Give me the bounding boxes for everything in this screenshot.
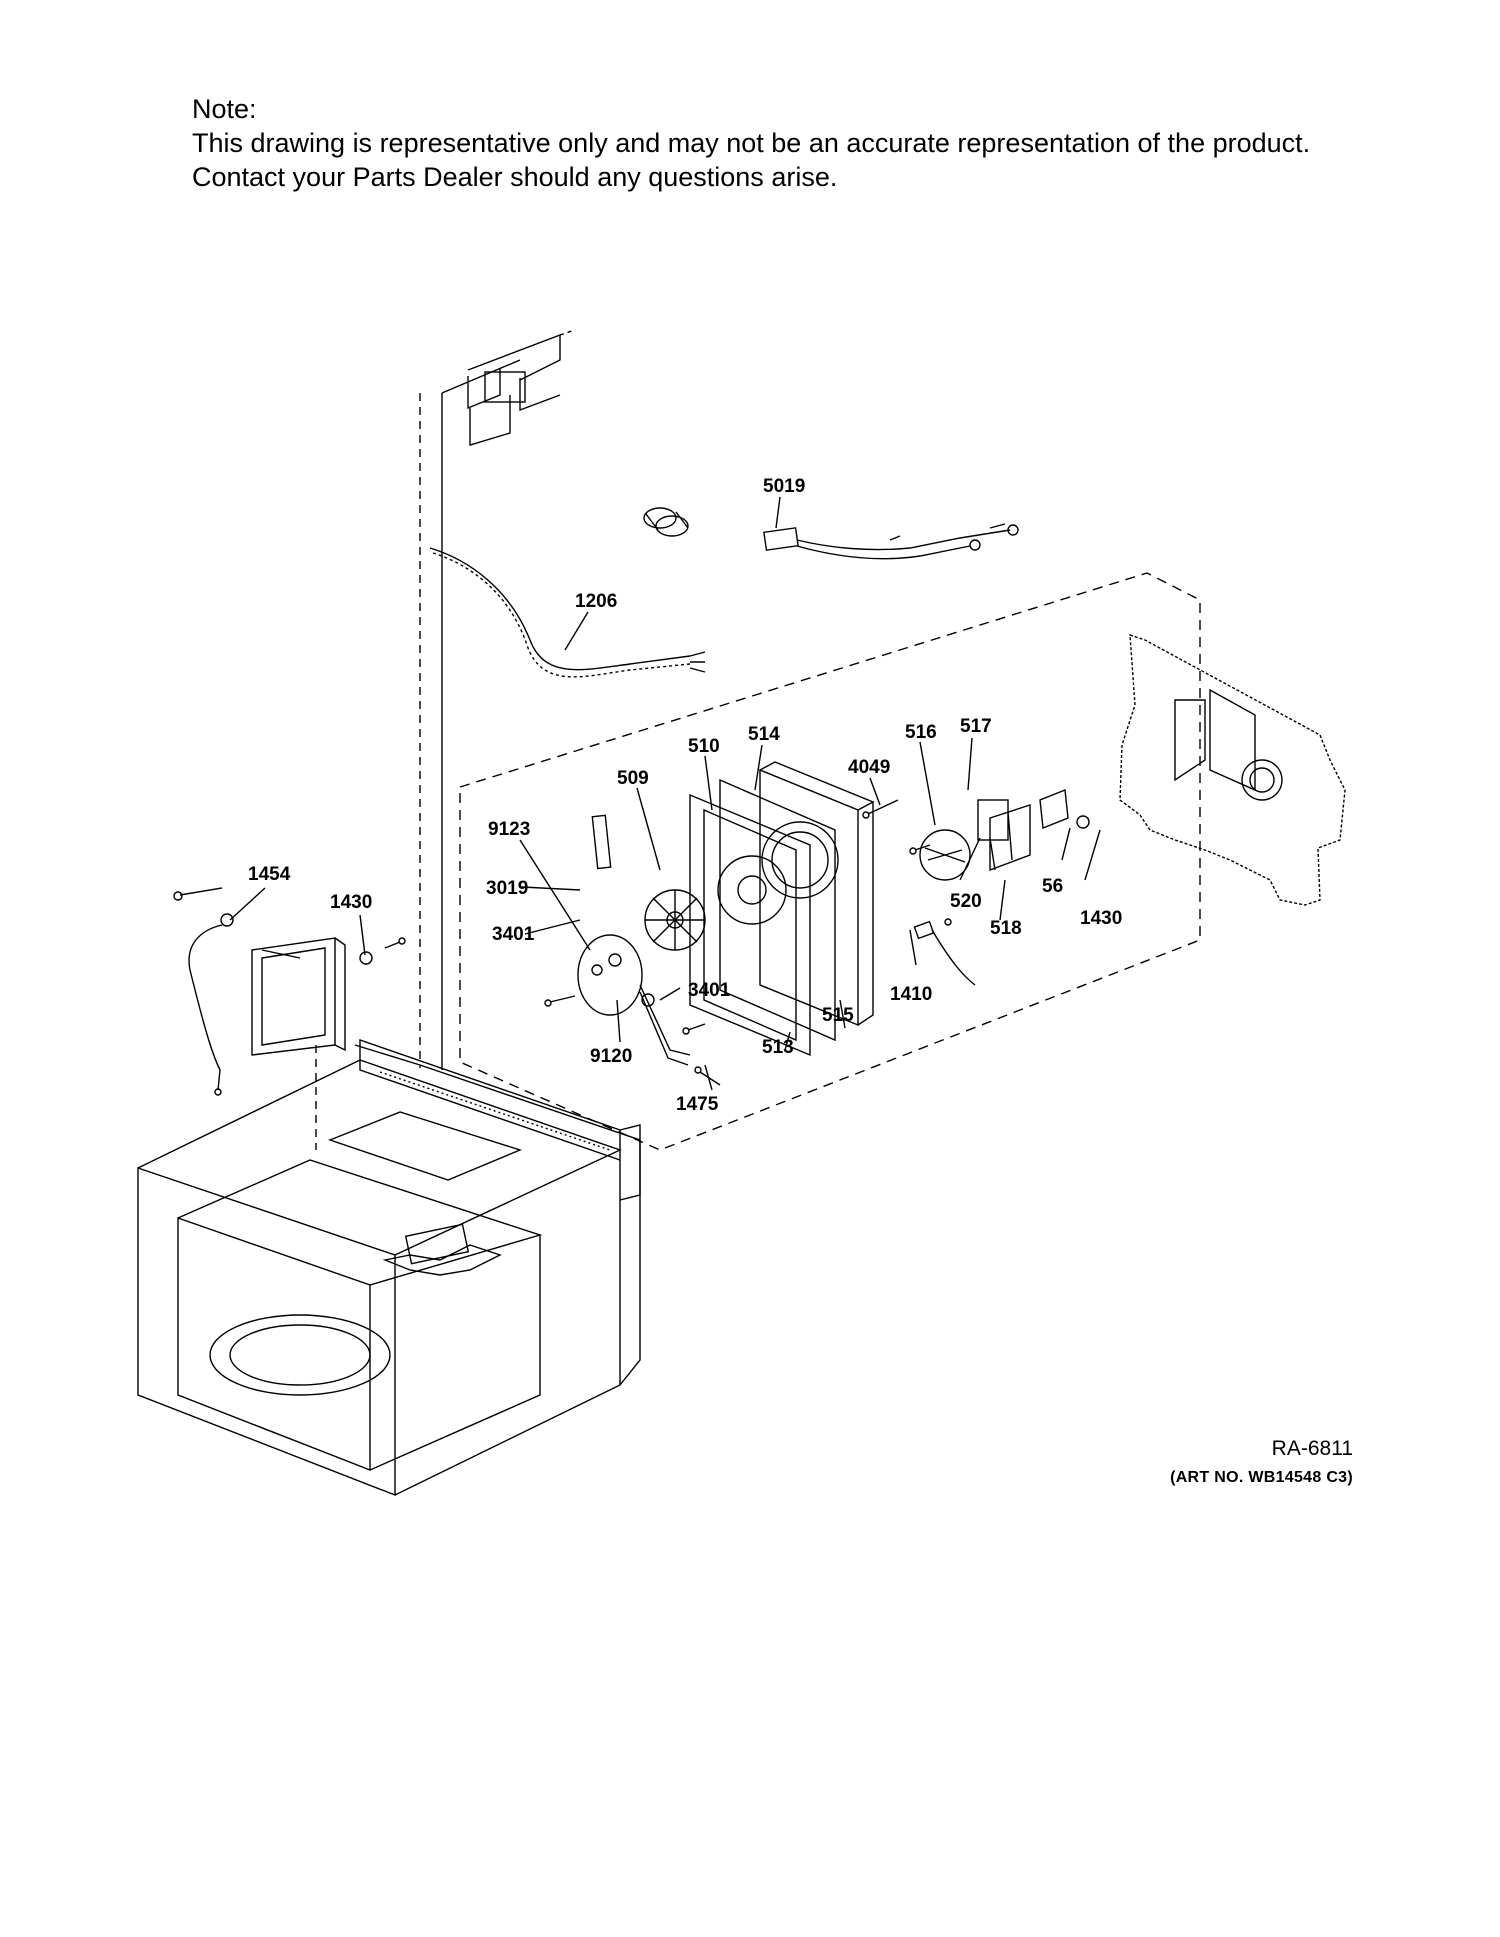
callout-1430-left: 1430 <box>330 892 372 913</box>
note-heading: Note: <box>192 94 257 124</box>
back-plate-514 <box>719 778 839 1042</box>
wire-harness-1206 <box>429 547 706 678</box>
insulation-510 <box>591 814 612 870</box>
callout-3401-left: 3401 <box>492 924 535 945</box>
wall-bracket <box>419 329 576 1070</box>
callout-515: 515 <box>822 1005 854 1026</box>
callout-516: 516 <box>905 722 937 743</box>
callout-1410: 1410 <box>890 984 932 1005</box>
callout-5019: 5019 <box>763 476 805 497</box>
leader-lines <box>229 496 1101 1091</box>
callout-56: 56 <box>1042 876 1063 897</box>
callout-514: 514 <box>748 724 780 745</box>
fan-blade-509 <box>644 889 706 951</box>
thermal-bracket-56 <box>1039 789 1090 829</box>
callout-4049: 4049 <box>848 757 890 778</box>
callout-9123: 9123 <box>488 819 530 840</box>
callout-509: 509 <box>617 768 649 789</box>
callout-9120: 9120 <box>590 1046 632 1067</box>
frame-513 <box>689 793 811 1057</box>
sensor-assembly-1454 <box>173 887 301 1096</box>
callout-1475: 1475 <box>676 1094 719 1115</box>
wire-assembly-5019 <box>763 523 1019 560</box>
callout-510: 510 <box>688 736 720 757</box>
note-line-2: Contact your Parts Dealer should any que… <box>192 162 838 192</box>
callout-labels: 5019 1206 514 510 509 4049 516 517 9123 … <box>248 476 1122 1115</box>
thermistor-1410 <box>913 918 976 986</box>
ferrite-core <box>643 507 689 537</box>
drawing-id: RA-6811 <box>1271 1437 1353 1460</box>
heating-element-3019 <box>577 934 691 1066</box>
motor-bracket <box>1119 634 1346 906</box>
callout-518: 518 <box>990 918 1022 939</box>
drawing-note: Note: This drawing is representative onl… <box>192 92 1310 194</box>
art-number: (ART NO. WB14548 C3) <box>1170 1469 1353 1486</box>
note-line-1: This drawing is representative only and … <box>192 128 1311 158</box>
callout-520: 520 <box>950 891 982 912</box>
cover-plate-1430 <box>251 937 406 1056</box>
oven-cavity <box>137 1039 641 1497</box>
callout-513: 513 <box>762 1037 794 1058</box>
callout-3019: 3019 <box>486 878 528 899</box>
callout-1430-right: 1430 <box>1080 908 1122 929</box>
callout-517: 517 <box>960 716 992 737</box>
fan-motor-516 <box>919 799 1031 881</box>
assembly-boundary <box>459 572 1201 1151</box>
callout-3401-right: 3401 <box>688 980 731 1001</box>
callout-1206: 1206 <box>575 591 617 612</box>
back-plate-515 <box>759 761 875 1027</box>
screws <box>544 799 931 1086</box>
callout-1454: 1454 <box>248 864 291 885</box>
